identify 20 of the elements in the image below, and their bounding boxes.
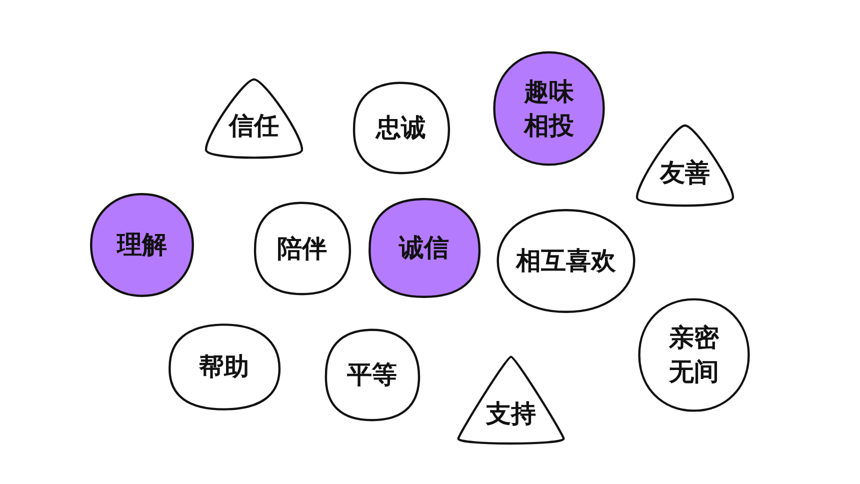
bubble-node: [492, 50, 606, 167]
bubble-node: [637, 297, 751, 413]
node-label: 陪伴: [277, 232, 327, 265]
node-label: 趣味相投: [524, 76, 574, 142]
node-label: 支持: [486, 398, 536, 430]
node-label: 平等: [347, 359, 397, 392]
node-label: 相互喜欢: [516, 245, 616, 278]
node-label: 信任: [229, 110, 279, 142]
node-label: 诚信: [399, 232, 449, 264]
bubble-node: [322, 327, 422, 423]
node-label: 亲密无间: [669, 322, 719, 388]
bubble-node: [495, 208, 637, 314]
bubble-node: [203, 76, 305, 162]
node-label: 友善: [660, 157, 710, 190]
node-label: 忠诚: [376, 112, 426, 144]
bubble-node: [89, 192, 195, 298]
bubble-node: [251, 200, 353, 297]
node-label: 帮助: [199, 351, 249, 384]
node-label: 理解: [117, 229, 167, 262]
bubble-node: [350, 80, 452, 176]
